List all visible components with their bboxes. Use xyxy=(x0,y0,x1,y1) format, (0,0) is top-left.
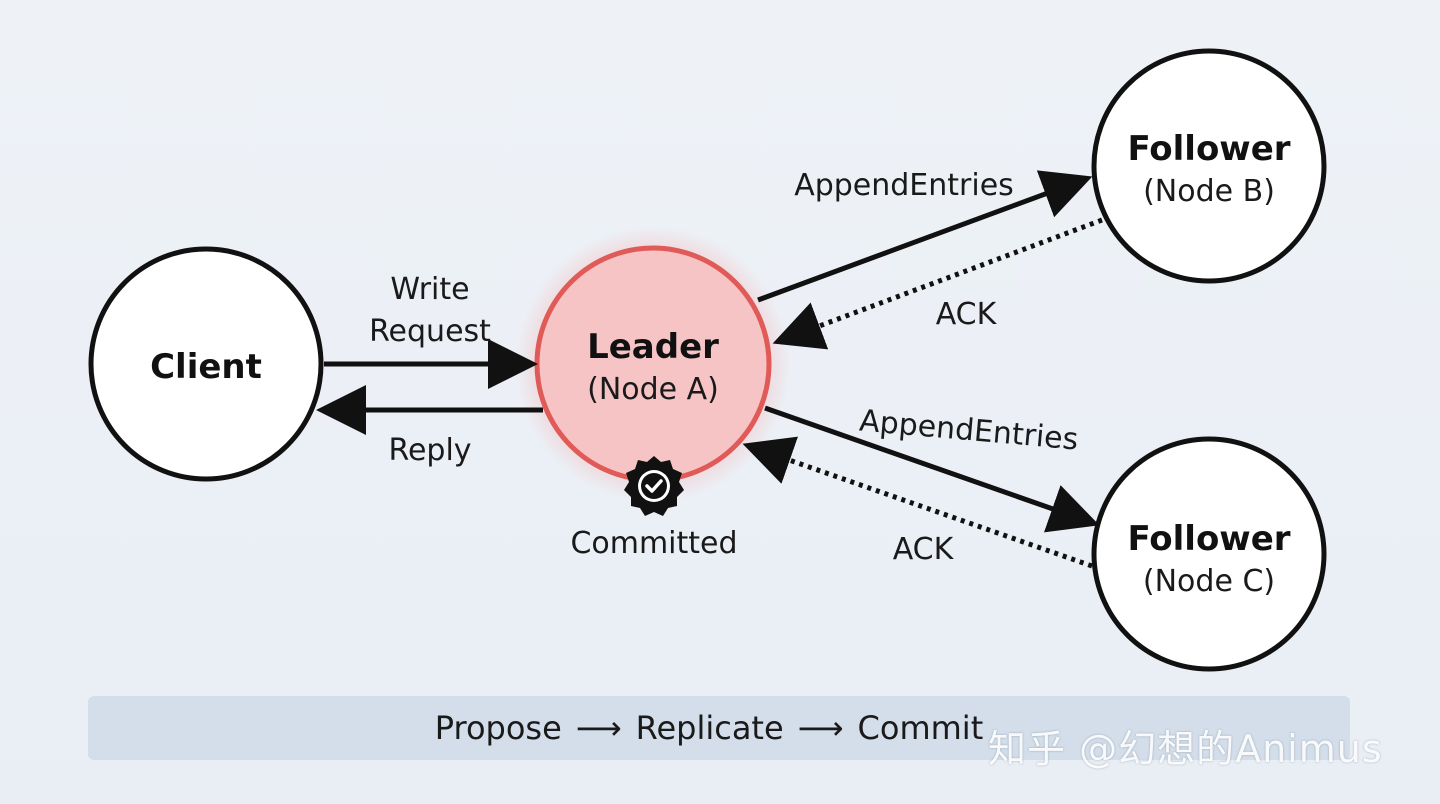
step-replicate: Replicate xyxy=(635,709,784,747)
step-commit: Commit xyxy=(857,709,984,747)
process-bar: Propose ⟶ Replicate ⟶ Commit xyxy=(88,696,1350,760)
leader-node: Leader (Node A) xyxy=(515,226,791,502)
ack-c-label: ACK xyxy=(893,532,955,567)
step-propose: Propose xyxy=(434,709,562,747)
process-steps: Propose ⟶ Replicate ⟶ Commit xyxy=(435,709,983,747)
step-arrow-1: ⟶ xyxy=(575,709,622,747)
client-node: Client xyxy=(88,246,324,482)
follower-c-title: Follower xyxy=(1127,519,1290,559)
follower-b-node: Follower (Node B) xyxy=(1091,48,1327,284)
append-entries-b-label: AppendEntries xyxy=(794,168,1014,203)
committed-badge-icon xyxy=(624,456,684,516)
append-entries-b-arrow xyxy=(757,170,1093,303)
watermark: 知乎 @幻想的Animus xyxy=(988,727,1383,771)
append-entries-c-label: AppendEntries xyxy=(858,404,1080,458)
write-request-label-line2: Request xyxy=(369,314,491,349)
leader-subtitle: (Node A) xyxy=(587,372,719,407)
step-arrow-2: ⟶ xyxy=(797,709,844,747)
client-title: Client xyxy=(150,347,262,387)
ack-c-arrow xyxy=(742,436,1093,569)
follower-c-node: Follower (Node C) xyxy=(1091,436,1327,672)
follower-b-title: Follower xyxy=(1127,129,1290,169)
write-request-label-line1: Write xyxy=(390,272,469,307)
follower-b-subtitle: (Node B) xyxy=(1143,174,1275,209)
reply-label: Reply xyxy=(388,433,471,468)
committed-label: Committed xyxy=(570,526,737,561)
leader-title: Leader xyxy=(587,327,719,367)
ack-b-label: ACK xyxy=(936,297,998,332)
ack-b-arrow xyxy=(772,217,1103,350)
append-entries-c-arrow xyxy=(764,405,1100,533)
follower-c-subtitle: (Node C) xyxy=(1143,564,1275,599)
